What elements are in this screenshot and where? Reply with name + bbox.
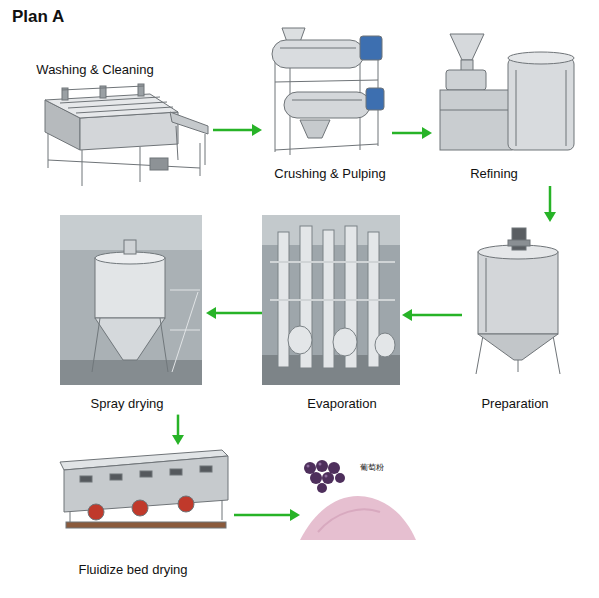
evaporator bbox=[262, 215, 400, 385]
flow-arrow bbox=[392, 127, 432, 139]
flow-arrow bbox=[172, 415, 184, 445]
arrow-head bbox=[422, 127, 432, 139]
step-caption: Refining bbox=[470, 166, 518, 182]
step-caption: Preparation bbox=[481, 396, 548, 412]
arrow-head bbox=[206, 307, 216, 319]
colloid-mill bbox=[440, 34, 574, 150]
arrow-head bbox=[290, 509, 300, 521]
flow-arrow bbox=[234, 509, 300, 521]
grape-powder bbox=[300, 460, 416, 540]
process-step: Refining bbox=[432, 28, 582, 186]
arrow-head bbox=[252, 124, 262, 136]
flow-arrow bbox=[213, 124, 262, 136]
arrow-line bbox=[215, 312, 262, 315]
step-caption: 葡萄粉 bbox=[360, 463, 384, 473]
arrow-head bbox=[402, 309, 412, 321]
pulping-machine bbox=[272, 28, 384, 155]
process-step: Evaporation bbox=[262, 212, 402, 415]
mixing-tank bbox=[476, 228, 560, 374]
arrow-line bbox=[234, 514, 291, 517]
flow-arrow bbox=[206, 307, 262, 319]
arrow-line bbox=[411, 314, 462, 317]
process-step: Preparation bbox=[462, 222, 562, 415]
arrow-head bbox=[172, 435, 184, 445]
step-caption: Spray drying bbox=[91, 396, 164, 412]
arrow-line bbox=[213, 129, 253, 132]
spray-dryer bbox=[60, 215, 202, 385]
arrow-line bbox=[549, 186, 552, 213]
arrow-line bbox=[392, 132, 423, 135]
step-caption: Crushing & Pulping bbox=[274, 166, 385, 182]
process-step: Spray drying bbox=[58, 212, 206, 415]
fluid-bed-dryer bbox=[60, 450, 228, 528]
process-step: 葡萄粉 bbox=[300, 458, 418, 542]
step-caption: Evaporation bbox=[307, 396, 376, 412]
step-caption: Washing & Cleaning bbox=[36, 62, 153, 78]
washing-machine bbox=[45, 84, 208, 186]
arrow-head bbox=[544, 212, 556, 222]
process-step: Washing & Cleaning bbox=[28, 58, 213, 193]
flow-arrow bbox=[544, 186, 556, 222]
flow-arrow bbox=[402, 309, 462, 321]
arrow-line bbox=[177, 415, 180, 436]
diagram-title: Plan A bbox=[12, 7, 64, 27]
process-step: Crushing & Pulping bbox=[262, 22, 392, 187]
process-step: Fluidize bed drying bbox=[52, 445, 234, 581]
step-caption: Fluidize bed drying bbox=[78, 562, 187, 578]
